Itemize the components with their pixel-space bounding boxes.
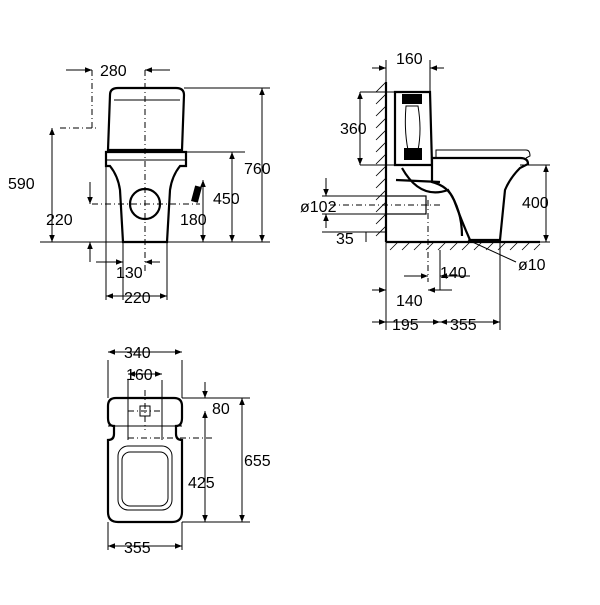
dim-280: 280 <box>100 63 127 80</box>
dim-80: 80 <box>212 401 230 418</box>
dim-220-width: 220 <box>124 290 151 307</box>
dim-102: ø102 <box>300 199 337 216</box>
dim-180: 180 <box>180 212 207 229</box>
wall-hatching <box>375 81 387 237</box>
dim-450: 450 <box>213 191 240 208</box>
dim-360: 360 <box>340 121 367 138</box>
dim-355-side: 355 <box>450 317 477 334</box>
floor-hatching <box>389 241 541 251</box>
seat-side <box>435 149 531 159</box>
seat-inner <box>121 451 169 507</box>
top-body-outline <box>106 396 184 524</box>
flush-mechanism <box>404 105 421 151</box>
bowl-outline <box>104 150 188 244</box>
dim-425: 425 <box>188 475 215 492</box>
dim-400: 400 <box>522 195 549 212</box>
dim-195: 195 <box>392 317 419 334</box>
dim-355-top: 355 <box>124 540 151 557</box>
dim-130: 130 <box>116 265 143 282</box>
dim-160-top: 160 <box>126 367 153 384</box>
dim-35: 35 <box>336 231 354 248</box>
bowl-side <box>430 156 530 242</box>
front-view: 280 760 590 450 220 180 130 220 <box>8 63 271 307</box>
dim-760: 760 <box>244 161 271 178</box>
dim-655: 655 <box>244 453 271 470</box>
top-view: 340 160 80 655 425 355 <box>106 345 271 557</box>
dim-140-upper: 140 <box>440 265 467 282</box>
seat-top <box>117 445 173 511</box>
side-view: 160 360 400 ø102 35 140 ø10 140 195 355 <box>300 51 550 334</box>
dim-140-lower: 140 <box>396 293 423 310</box>
dim-160-side: 160 <box>396 51 423 68</box>
dim-590: 590 <box>8 176 35 193</box>
trap-curve <box>401 167 464 237</box>
dim-340: 340 <box>124 345 151 362</box>
dim-10: ø10 <box>518 257 546 274</box>
inlet-symbol <box>191 185 202 203</box>
cistern-outline <box>106 86 186 152</box>
dim-220-height: 220 <box>46 212 73 229</box>
